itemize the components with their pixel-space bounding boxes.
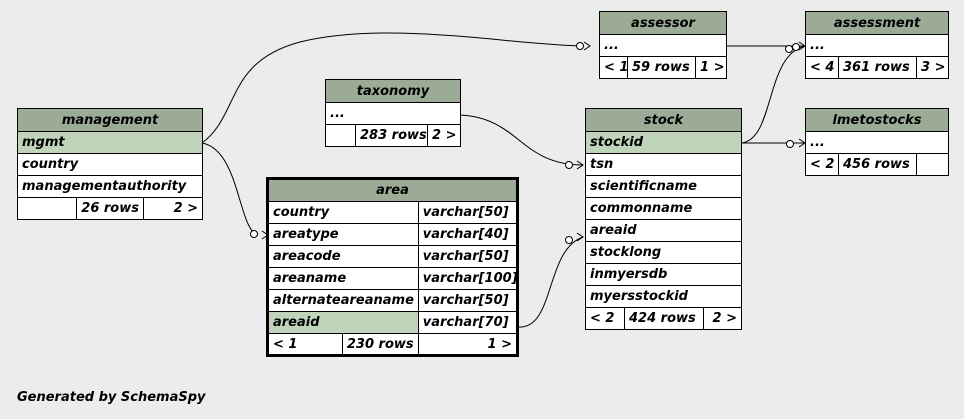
column-cell[interactable]: myersstockid (584, 285, 743, 308)
parents-count (17, 197, 77, 220)
table-assessment[interactable]: assessment ... < 4 361 rows 3 > (804, 11, 950, 79)
column-cell[interactable]: country (16, 153, 204, 176)
row-count: 230 rows (341, 333, 419, 356)
column-cell[interactable]: ... (804, 131, 950, 154)
parents-count[interactable]: < 1 (599, 56, 628, 79)
table-title[interactable]: assessment (804, 11, 950, 35)
table-management[interactable]: management mgmt country managementauthor… (16, 108, 204, 220)
table-stock[interactable]: stock stockid tsn scientificname commonn… (584, 108, 743, 330)
column-type: varchar[100] (417, 267, 519, 290)
table-title[interactable]: assessor (599, 11, 727, 35)
row-count: 456 rows (838, 153, 917, 176)
table-taxonomy[interactable]: taxonomy ... 283 rows 2 > (325, 79, 461, 147)
column-cell[interactable]: areacode (267, 245, 419, 268)
row-count: 26 rows (76, 197, 144, 220)
edge-taxonomy-stock (459, 114, 584, 166)
table-title[interactable]: taxonomy (325, 79, 461, 103)
children-count (915, 153, 950, 176)
parents-count[interactable]: < 2 (585, 307, 625, 330)
row-count: 283 rows (355, 124, 428, 147)
column-cell[interactable]: ... (325, 102, 461, 125)
column-type: varchar[50] (417, 245, 519, 268)
children-count[interactable]: 3 > (915, 56, 950, 79)
column-cell[interactable]: alternateareaname (267, 289, 419, 312)
column-cell[interactable]: scientificname (584, 175, 743, 198)
table-title[interactable]: management (16, 108, 204, 132)
edge-management-assessor (201, 32, 585, 144)
parents-count[interactable]: < 4 (805, 56, 839, 79)
column-cell[interactable]: areatype (267, 223, 419, 246)
edge-endpoint-circle (565, 236, 573, 244)
column-cell[interactable]: stocklong (584, 241, 743, 264)
edge-management-area (201, 142, 259, 236)
crowfoot-marker (576, 232, 584, 242)
generated-by-label: Generated by SchemaSpy (17, 390, 206, 405)
table-title[interactable]: lmetostocks (804, 108, 950, 132)
children-count[interactable]: 1 > (695, 56, 727, 79)
parents-count[interactable]: < 2 (805, 153, 839, 176)
column-cell[interactable]: managementauthority (16, 175, 204, 198)
table-title[interactable]: area (267, 178, 518, 202)
table-title[interactable]: stock (584, 108, 743, 132)
column-cell[interactable]: ... (599, 34, 727, 57)
column-cell[interactable]: country (267, 201, 419, 224)
crowfoot-marker (576, 160, 584, 170)
row-count: 424 rows (624, 307, 704, 330)
edge-endpoint-circle (792, 43, 800, 51)
children-count[interactable]: 2 > (702, 307, 743, 330)
column-cell[interactable]: inmyersdb (584, 263, 743, 286)
column-cell[interactable]: areaname (267, 267, 419, 290)
edge-area-stock (517, 236, 584, 328)
column-cell[interactable]: tsn (584, 153, 743, 176)
crowfoot-marker (583, 41, 591, 51)
edge-endpoint-circle (576, 42, 584, 50)
children-count[interactable]: 2 > (427, 124, 461, 147)
column-cell[interactable]: commonname (584, 197, 743, 220)
parents-count (325, 124, 356, 147)
column-type: varchar[50] (417, 289, 519, 312)
edge-endpoint-circle (785, 45, 793, 53)
column-cell-primary-key[interactable]: stockid (584, 131, 743, 154)
row-count: 59 rows (627, 56, 696, 79)
edge-endpoint-circle (565, 161, 573, 169)
column-cell-primary-key[interactable]: areaid (267, 311, 419, 334)
children-count[interactable]: 2 > (142, 197, 204, 220)
edge-endpoint-circle (786, 140, 794, 148)
table-area[interactable]: area country varchar[50] areatype varcha… (266, 177, 519, 357)
column-type: varchar[40] (417, 223, 519, 246)
column-cell-primary-key[interactable]: mgmt (16, 131, 204, 154)
column-type: varchar[70] (417, 311, 519, 334)
row-count: 361 rows (838, 56, 917, 79)
edge-endpoint-circle (250, 230, 258, 238)
parents-count[interactable]: < 1 (267, 333, 343, 356)
table-assessor[interactable]: assessor ... < 1 59 rows 1 > (599, 11, 727, 79)
column-type: varchar[50] (417, 201, 519, 224)
column-cell[interactable]: ... (804, 34, 950, 57)
column-cell[interactable]: areaid (584, 219, 743, 242)
edge-stock-assessment (740, 45, 806, 144)
table-lmetostocks[interactable]: lmetostocks ... < 2 456 rows (804, 108, 950, 176)
children-count[interactable]: 1 > (417, 333, 519, 356)
